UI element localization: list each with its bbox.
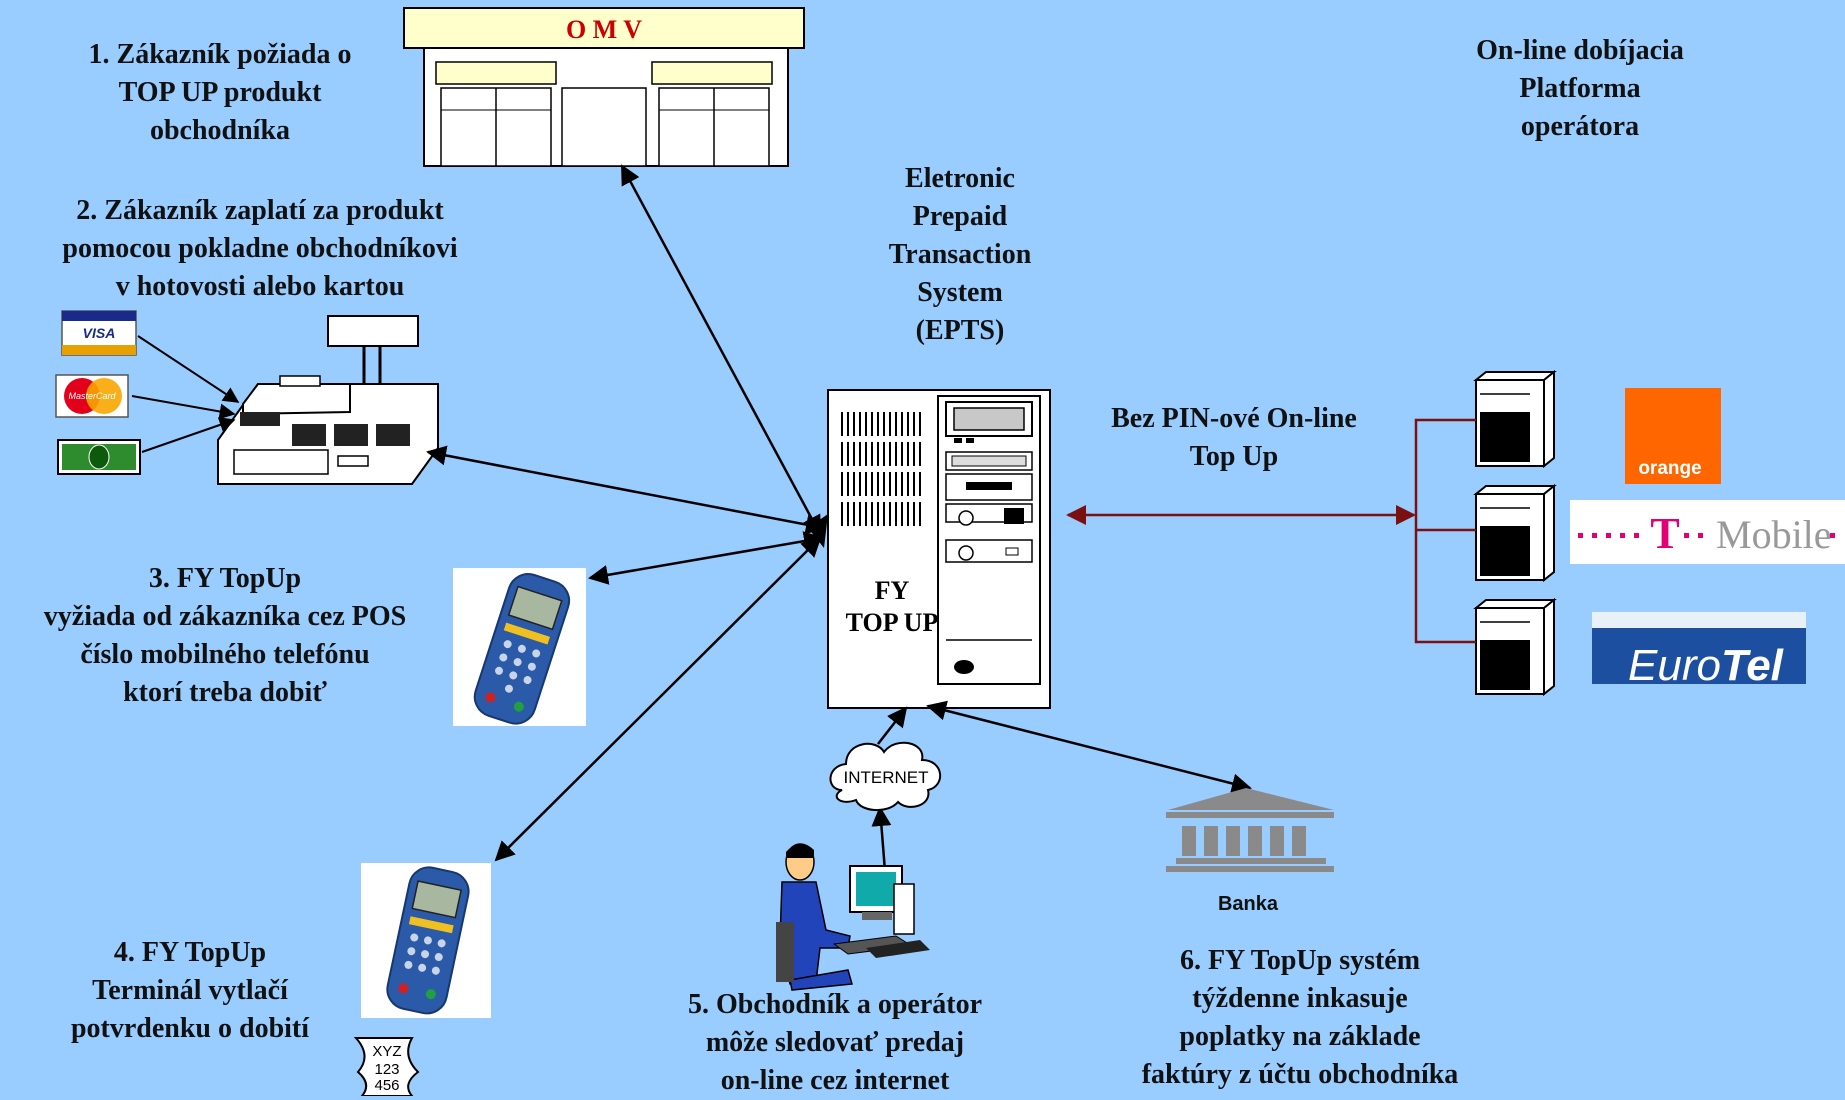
eurotel-logo: EuroTel (1592, 612, 1806, 690)
receipt-line-1: XYZ (372, 1043, 401, 1060)
cash-register-icon (217, 315, 439, 485)
pos-terminal-icon (453, 568, 586, 726)
eurotel-text: EuroTel (1628, 641, 1784, 690)
server-label-line-2: TOP UP (846, 608, 939, 637)
card-arrows (131, 335, 240, 453)
platform-label: On-line dobíjacia Platforma operátora (1476, 35, 1684, 142)
receipt-line-2: 123 (374, 1061, 399, 1078)
internet-label: INTERNET (844, 768, 929, 787)
tmobile-logo: T Mobile (1570, 500, 1845, 564)
step-3-label: 3. FY TopUp vyžiada od zákazníka cez POS… (43, 563, 407, 708)
server-arrows (426, 164, 1252, 885)
pos-terminal-printer-icon (361, 863, 491, 1018)
orange-logo-text: orange (1638, 458, 1701, 479)
store-sign: O M V (566, 15, 642, 44)
step-1-label: 1. Zákazník požiada o TOP UP produkt obc… (88, 39, 352, 146)
server-junction (808, 514, 828, 548)
epts-label: Eletronic Prepaid Transaction System (EP… (888, 163, 1032, 346)
eurotel-euro: Euro (1628, 641, 1721, 690)
step-2-label: 2. Zákazník zaplatí za produkt pomocou p… (62, 195, 458, 302)
server-label-line-1: FY (875, 576, 910, 605)
receipt-icon: XYZ 123 456 (353, 1037, 420, 1096)
tmobile-text: Mobile (1716, 512, 1832, 557)
bank-icon: Banka (1166, 788, 1334, 915)
operator-server-1-icon (1473, 369, 1557, 469)
visa-text: VISA (83, 325, 116, 341)
eurotel-tel: Tel (1721, 641, 1784, 690)
mastercard-text: MasterCard (68, 391, 116, 401)
cash-banknote-icon (57, 439, 141, 475)
operator-at-computer-icon (776, 843, 930, 991)
operator-server-2-icon (1473, 483, 1557, 583)
store-building: O M V (403, 7, 805, 167)
orange-logo: orange (1625, 388, 1721, 484)
fy-topup-server-icon (827, 389, 1051, 709)
pinless-topup-label: Bez PIN-ové On-line Top Up (1111, 403, 1357, 472)
mastercard-icon: MasterCard (55, 374, 129, 418)
operator-server-3-icon (1473, 597, 1557, 697)
bank-label: Banka (1218, 893, 1279, 915)
step-4-label: 4. FY TopUp Terminál vytlačí potvrdenku … (70, 937, 310, 1044)
tmobile-t: T (1650, 509, 1679, 558)
operator-link (1066, 418, 1476, 644)
receipt-line-3: 456 (374, 1077, 399, 1094)
internet-cloud-icon: INTERNET (829, 741, 942, 811)
step-5-label: 5. Obchodník a operátor môže sledovať pr… (687, 989, 983, 1096)
visa-card-icon: VISA (61, 310, 137, 356)
step-6-label: 6. FY TopUp systém týždenne inkasuje pop… (1141, 945, 1459, 1090)
